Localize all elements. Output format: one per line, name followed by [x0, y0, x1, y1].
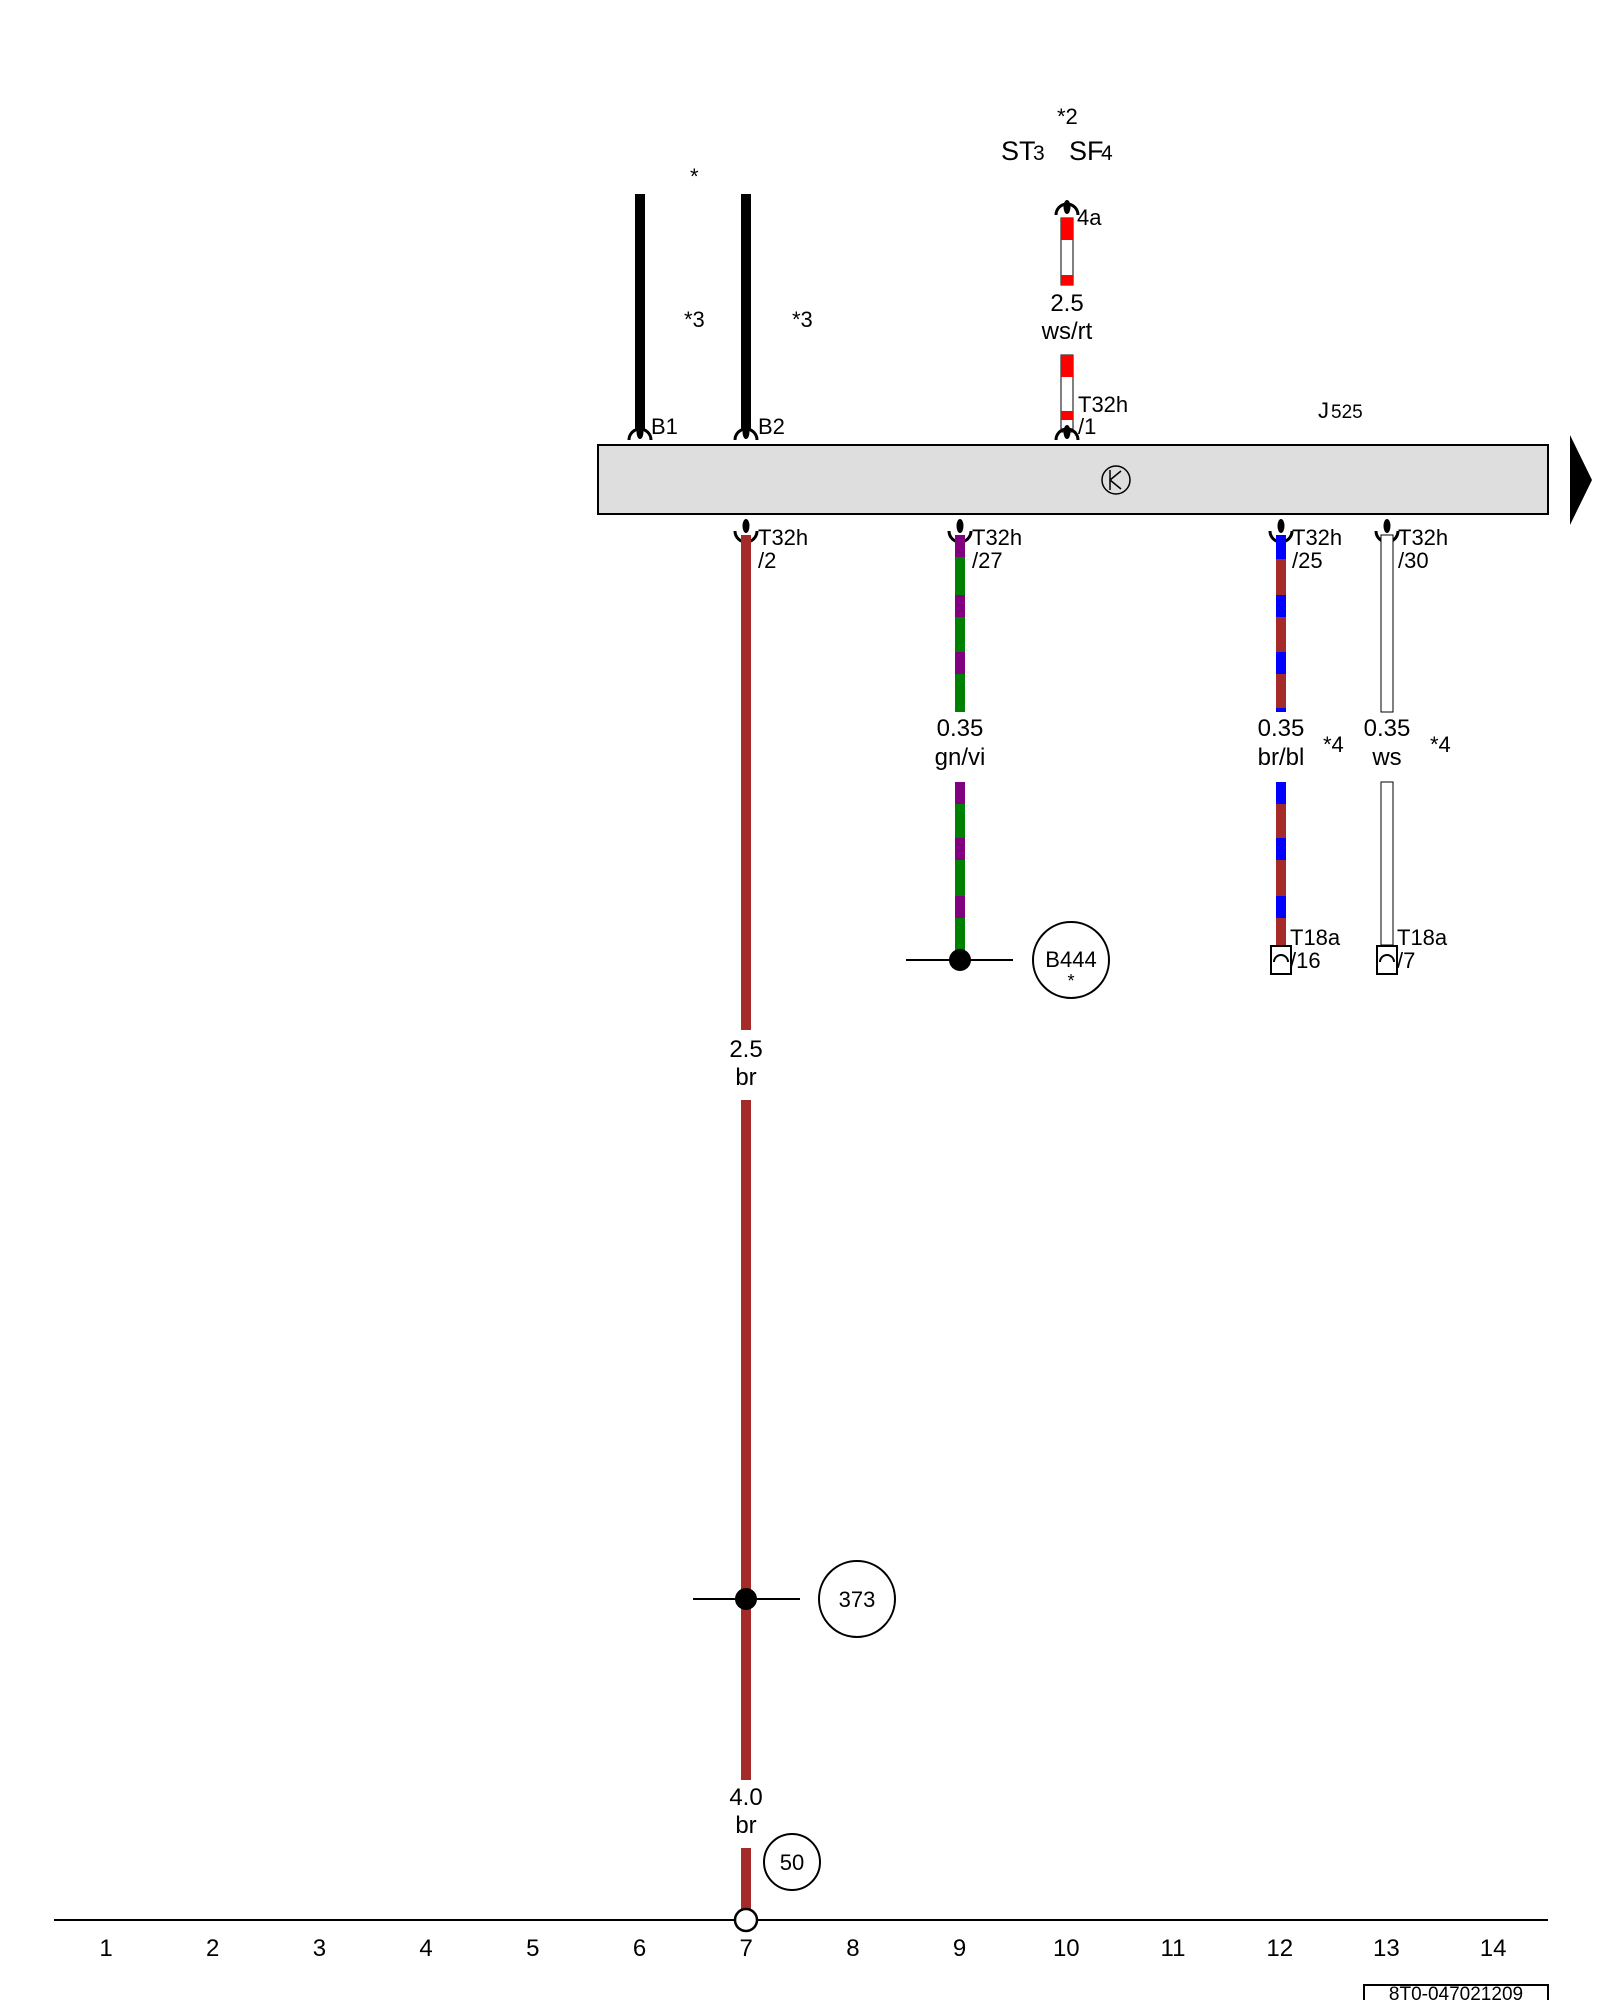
wire-gn-vi-size: 0.35 — [937, 715, 984, 742]
pin-t32h-25-label-b: /25 — [1292, 548, 1323, 573]
axis-number-13: 13 — [1373, 1935, 1400, 1962]
module-j525-frame — [597, 444, 1549, 515]
pin-t32h-1-icon — [1054, 425, 1080, 441]
wire-br-bottom-color-code: br — [735, 1812, 756, 1839]
ref-b444-note: * — [1067, 971, 1074, 991]
splice-373-dot[interactable] — [735, 1588, 757, 1610]
connector-t18a-7-icon[interactable] — [1376, 945, 1398, 975]
wire-br-bl-color-code: br/bl — [1258, 744, 1305, 771]
connector-t18a-16-icon[interactable] — [1270, 945, 1292, 975]
pin-t32h-30-label-b: /30 — [1398, 548, 1429, 573]
st-label-main: ST — [1001, 136, 1036, 166]
connector-t18a-7-label-b: /7 — [1397, 948, 1415, 973]
wire-ws-rt-color-code: ws/rt — [1041, 318, 1093, 345]
wire-ws-rt-upper[interactable] — [1060, 217, 1074, 286]
wire-ws-rt-lower[interactable] — [1060, 354, 1074, 433]
axis-number-10: 10 — [1053, 1935, 1080, 1962]
wire-gn-vi-color-code: gn/vi — [935, 744, 986, 771]
sf-label-sub: 4 — [1101, 142, 1113, 165]
pin-b2-label: B2 — [758, 414, 785, 439]
ground-point-icon[interactable] — [733, 1907, 759, 1933]
pin-b1-label: B1 — [651, 414, 678, 439]
ref-373-label: 373 — [839, 1587, 876, 1612]
st-label-sub: 3 — [1033, 142, 1045, 165]
pin-4a-label: 4a — [1077, 205, 1102, 230]
pin-t32h-1-label-b: /1 — [1078, 414, 1096, 439]
wire-br-bl-upper[interactable] — [1276, 535, 1286, 712]
ref-50-label: 50 — [780, 1850, 804, 1875]
wire-ws-rt-size: 2.5 — [1050, 290, 1083, 317]
axis-number-12: 12 — [1266, 1935, 1293, 1962]
axis-number-3: 3 — [313, 1935, 326, 1962]
axis-number-8: 8 — [846, 1935, 859, 1962]
ref-b444-circle[interactable] — [1032, 921, 1110, 999]
ref-b444-label: B444 — [1045, 947, 1096, 972]
pin-t32h-2-label-b: /2 — [758, 548, 776, 573]
pin-t32h-27-label-a: T32h — [972, 525, 1022, 550]
axis-number-11: 11 — [1161, 1935, 1186, 1962]
ref-373-circle[interactable] — [818, 1560, 896, 1638]
note-star-top: * — [690, 164, 699, 189]
wire-br-top-color-code: br — [735, 1064, 756, 1091]
axis-number-2: 2 — [206, 1935, 219, 1962]
connector-t18a-7-label-a: T18a — [1397, 925, 1448, 950]
ref-50-circle[interactable] — [763, 1833, 821, 1891]
pin-t32h-25-label-a: T32h — [1292, 525, 1342, 550]
note-st-sf: *2 — [1057, 104, 1078, 129]
axis-number-5: 5 — [526, 1935, 539, 1962]
pin-t32h-1-label-a: T32h — [1078, 392, 1128, 417]
pin-t32h-30-label-a: T32h — [1398, 525, 1448, 550]
splice-b444-dot[interactable] — [949, 949, 971, 971]
continuation-arrow-icon — [1570, 435, 1592, 525]
wire-ws-color-code: ws — [1371, 744, 1401, 771]
wire-ws-upper[interactable] — [1380, 534, 1394, 713]
axis-number-14: 14 — [1480, 1935, 1507, 1962]
wire-br-top-size: 2.5 — [729, 1036, 762, 1063]
connector-t18a-16-label-a: T18a — [1290, 925, 1341, 950]
doc-id-box — [1363, 1984, 1549, 2000]
pin-t32h-27-label-b: /27 — [972, 548, 1003, 573]
note-b2: *3 — [792, 307, 813, 332]
wire-ws-note: *4 — [1430, 732, 1451, 757]
wire-gn-vi-lower[interactable] — [955, 782, 965, 960]
amplifier-transistor-symbol — [1101, 465, 1131, 495]
pin-4a-icon — [1054, 200, 1080, 216]
axis-number-7: 7 — [740, 1935, 753, 1962]
module-name-sub: 525 — [1331, 402, 1363, 423]
wire-br-bl-note: *4 — [1323, 732, 1344, 757]
pin-b1-icon — [627, 425, 653, 441]
sf-label-main: SF — [1069, 136, 1104, 166]
pin-t32h-2-label-a: T32h — [758, 525, 808, 550]
axis-number-9: 9 — [953, 1935, 966, 1962]
wire-br-bottom-size: 4.0 — [729, 1784, 762, 1811]
wire-br-bl-size: 0.35 — [1258, 715, 1305, 742]
note-b1: *3 — [684, 307, 705, 332]
wire-ws-size: 0.35 — [1364, 715, 1411, 742]
wire-ws-lower[interactable] — [1380, 781, 1394, 946]
connector-t18a-16-label-b: /16 — [1290, 948, 1321, 973]
axis-number-1: 1 — [99, 1935, 112, 1962]
axis-number-6: 6 — [633, 1935, 646, 1962]
wire-br-bl-lower[interactable] — [1276, 782, 1286, 945]
axis-number-4: 4 — [419, 1935, 432, 1962]
wire-gn-vi-upper[interactable] — [955, 535, 965, 712]
doc-id-label: 8T0-047021209 — [1389, 1984, 1523, 2000]
pin-b2-icon — [733, 425, 759, 441]
module-name-main: J — [1318, 398, 1329, 423]
